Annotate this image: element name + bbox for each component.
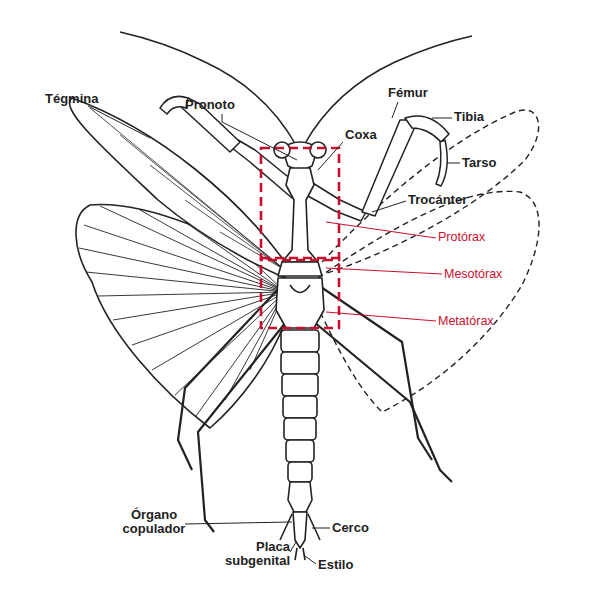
part-label: Placa subgenital [220, 540, 290, 568]
part-label: Coxa [345, 128, 377, 142]
region-bracket [261, 148, 339, 328]
part-label: Tibia [454, 110, 484, 124]
antennae [120, 32, 472, 145]
part-label: Tarso [462, 156, 496, 170]
part-label: Pronoto [185, 98, 235, 112]
part-label: Estilo [318, 558, 353, 572]
leader-line [326, 222, 442, 321]
part-label: Cerco [332, 521, 369, 535]
region-label: Mesotórax [444, 267, 502, 281]
tegmina [69, 98, 285, 278]
region-label: Protórax [438, 230, 485, 244]
part-label: Trocánter [408, 193, 467, 207]
leader-line [88, 102, 460, 564]
part-label: Órgano copulador [118, 508, 190, 536]
dashed-wing-outline [318, 110, 539, 412]
part-label: Fémur [388, 86, 428, 100]
part-label: Tégmina [45, 92, 98, 106]
region-label: Metatórax [438, 314, 494, 328]
body [274, 142, 326, 560]
